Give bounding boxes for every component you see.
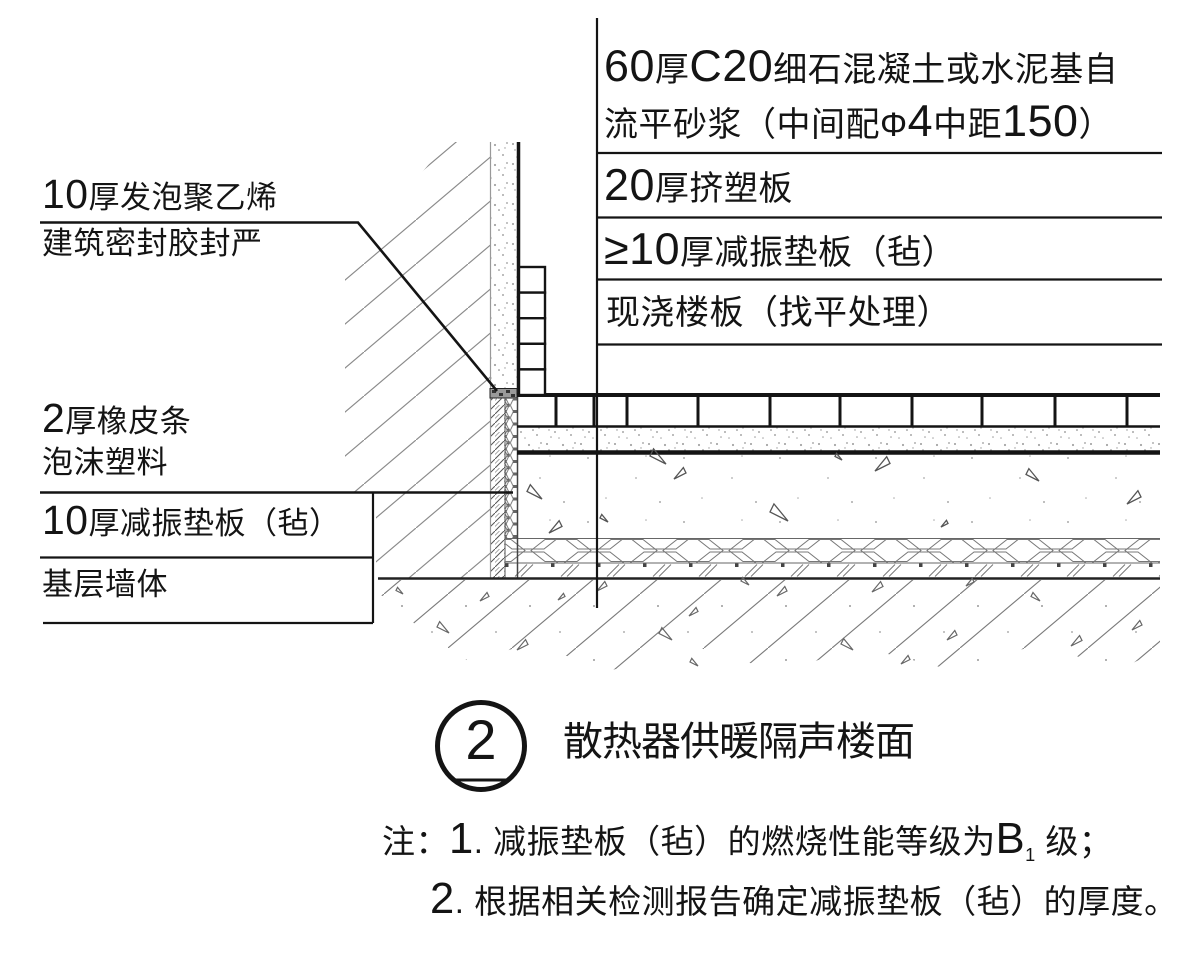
note-2: 2. 根据相关检测报告确定减振垫板（毡）的厚度。 bbox=[430, 875, 1178, 923]
edge-isolation-strips bbox=[491, 398, 518, 578]
leader-sealant bbox=[40, 221, 499, 392]
layer-label-isolation-pad: ≥10厚减振垫板（毡） bbox=[604, 223, 957, 274]
leader-lines bbox=[40, 18, 1162, 625]
wall-label-foam-plastic: 泡沫塑料 bbox=[42, 445, 168, 480]
xps-band bbox=[517, 427, 1160, 452]
base-wall-hatch bbox=[345, 142, 490, 578]
note-1: 注：1. 减振垫板（毡）的燃烧性能等级为B1 级； bbox=[382, 815, 1113, 866]
ticks-band bbox=[505, 563, 1160, 578]
layer-label-screed-line2: 流平砂浆（中间配Φ4中距150） bbox=[604, 95, 1113, 146]
concrete-symbols-lower bbox=[395, 576, 1143, 667]
floor-layers bbox=[378, 393, 1160, 580]
concrete-symbols-slab bbox=[526, 447, 1142, 534]
hex-band bbox=[505, 538, 1160, 563]
layer-label-screed-line1: 60厚C20细石混凝土或水泥基自 bbox=[604, 40, 1119, 91]
skirting-blocks bbox=[517, 265, 547, 397]
slab-band bbox=[517, 454, 1160, 538]
lower-structure-hatch bbox=[378, 580, 1160, 672]
wall-label-pe-foam: 10厚发泡聚乙烯 bbox=[42, 171, 278, 217]
wall-label-base-wall: 基层墙体 bbox=[42, 567, 168, 602]
detail-number-bubble bbox=[435, 700, 527, 792]
wall-label-rubber-strip: 2厚橡皮条 bbox=[42, 395, 192, 441]
layer-label-cast-slab: 现浇楼板（找平处理） bbox=[606, 294, 951, 332]
wall-face-layer bbox=[489, 142, 521, 578]
layer-label-xps-board: 20厚挤塑板 bbox=[604, 159, 793, 210]
wall-label-isolation-pad: 10厚减振垫板（毡） bbox=[42, 497, 341, 543]
screed-block-joints bbox=[554, 396, 1129, 427]
detail-number: 2 bbox=[465, 708, 497, 771]
sealant-joint bbox=[489, 388, 518, 399]
wall-label-sealant: 建筑密封胶封严 bbox=[42, 226, 263, 261]
detail-title: 散热器供暖隔声楼面 bbox=[563, 720, 915, 764]
